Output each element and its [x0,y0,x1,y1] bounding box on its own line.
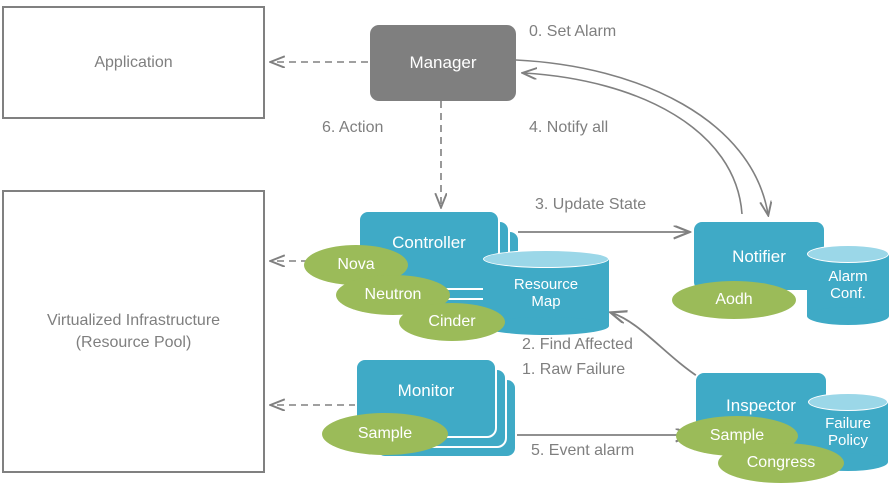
cylinder-top [808,393,888,411]
failure-policy-line1: Failure [825,414,871,432]
pill-aodh[interactable]: Aodh [672,281,796,319]
alarm-conf-cylinder[interactable]: Alarm Conf. [807,245,889,325]
resource-map-cylinder[interactable]: Resource Map [483,250,609,335]
cylinder-bottom [483,317,609,335]
pill-sample-monitor[interactable]: Sample [322,413,448,455]
monitor-label: Monitor [397,381,455,400]
resource-map-line2: Map [531,292,561,310]
failure-policy-label: Failure Policy [808,415,888,450]
caption-raw-failure: 5. Event alarm [531,442,635,459]
alarm-conf-line2: Conf. [830,285,866,302]
cylinder-top [483,250,609,268]
arrow-update-state [612,313,701,379]
caption-update-state: 2. Find Affected [522,336,633,353]
controller-label: Controller [392,233,466,252]
caption-action: 6. Action [322,119,384,136]
alarm-conf-label: Alarm Conf. [807,268,889,303]
infrastructure-box: Virtualized Infrastructure (Resource Poo… [2,190,265,473]
caption-event-alarm: 4. Notify all [529,119,609,136]
caption-notify-all: 3. Update State [535,196,647,213]
alarm-conf-line1: Alarm [828,267,868,285]
cylinder-bottom [807,307,889,325]
failure-policy-line2: Policy [827,432,868,449]
manager-box[interactable]: Manager [370,25,516,101]
pill-cinder[interactable]: Cinder [399,303,505,341]
arrow-set-alarm [515,59,768,214]
manager-label: Manager [409,53,477,72]
resource-map-label: Resource Map [483,275,609,310]
cylinder-body [807,254,889,316]
notifier-label: Notifier [732,247,786,266]
infrastructure-label-line2: (Resource Pool) [75,333,192,351]
caption-set-alarm: 0. Set Alarm [529,23,617,40]
arrow-event-alarm [524,73,743,215]
cylinder-top [807,245,889,263]
resource-map-line1: Resource [513,275,579,293]
caption-find-affected: 1. Raw Failure [522,361,626,378]
infrastructure-label-line1: Virtualized Infrastructure [46,311,221,329]
cylinder-body [483,259,609,326]
pill-congress[interactable]: Congress [718,443,844,483]
application-box: Application [2,6,265,119]
application-label: Application [94,53,173,71]
inspector-label: Inspector [726,396,796,415]
